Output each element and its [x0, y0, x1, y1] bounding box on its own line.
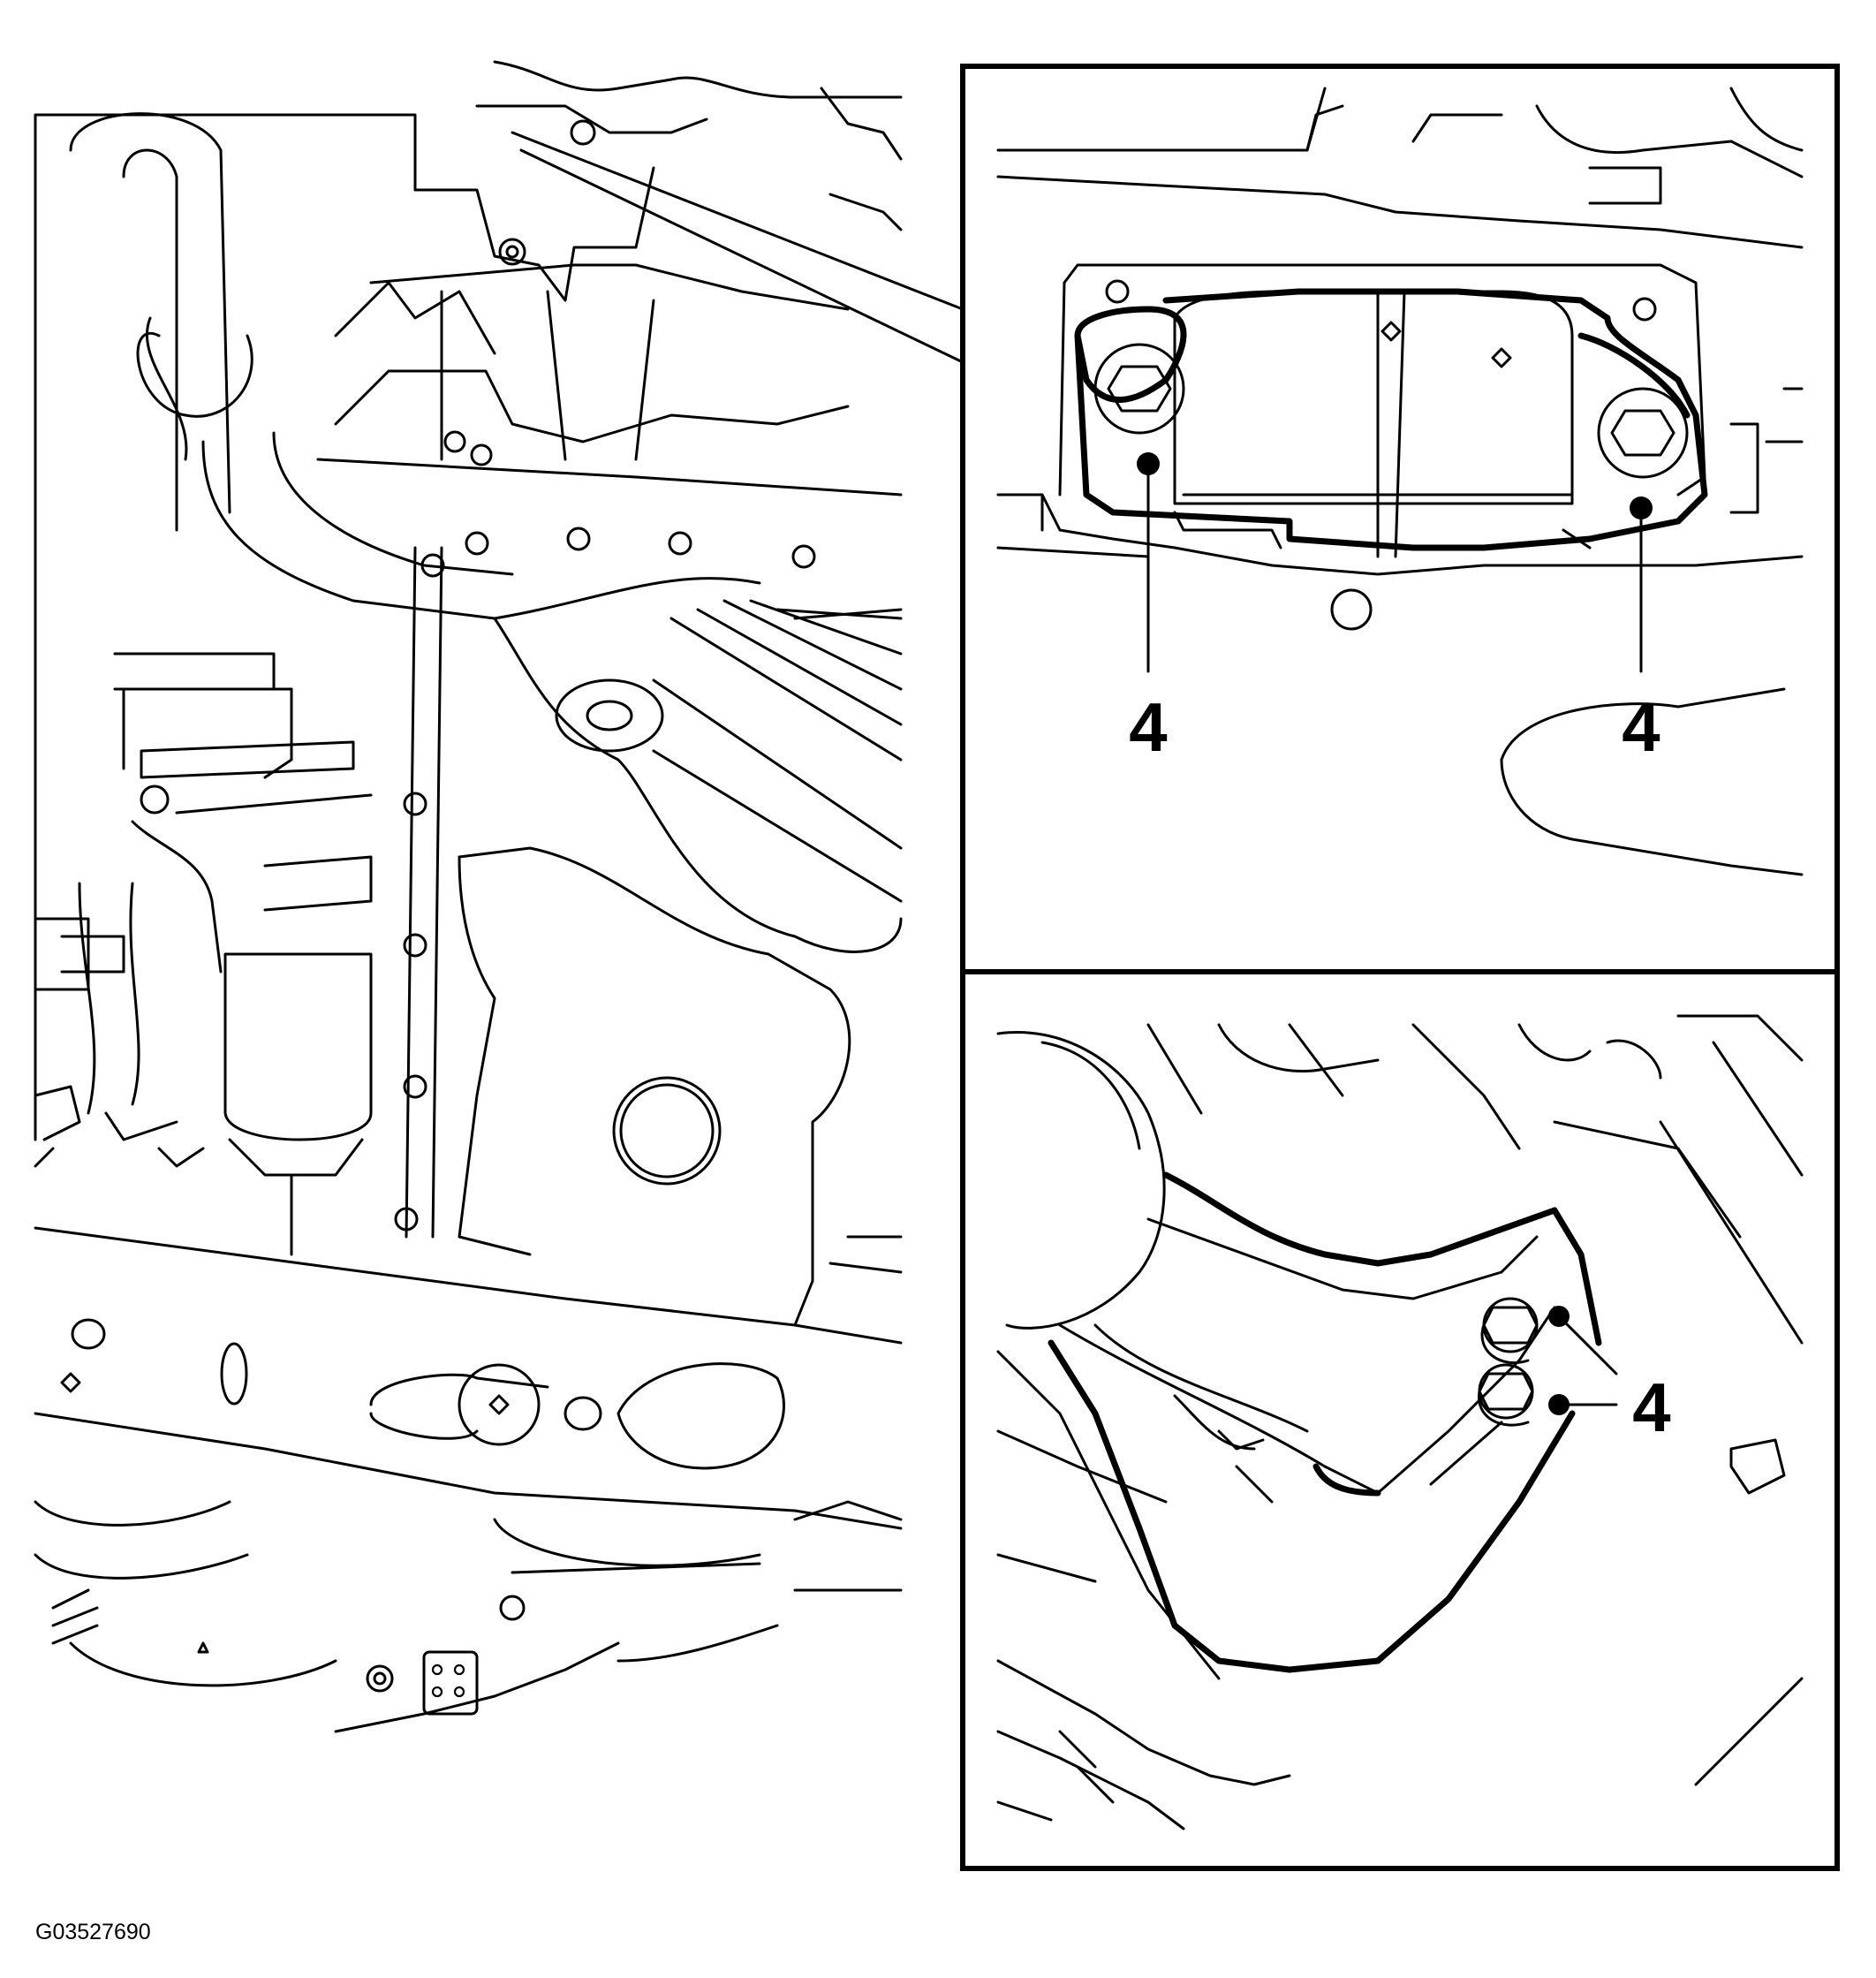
main-engine-view	[34, 60, 964, 1733]
callout-label-lower: 4	[1632, 1368, 1670, 1446]
upper-detail-inset: 4 4	[960, 64, 1840, 974]
callout-label-right: 4	[1622, 688, 1660, 766]
lower-detail-inset: 4	[960, 969, 1840, 1871]
callout-label-left: 4	[1129, 688, 1167, 766]
figure-id-label: G03527690	[35, 1920, 151, 1944]
